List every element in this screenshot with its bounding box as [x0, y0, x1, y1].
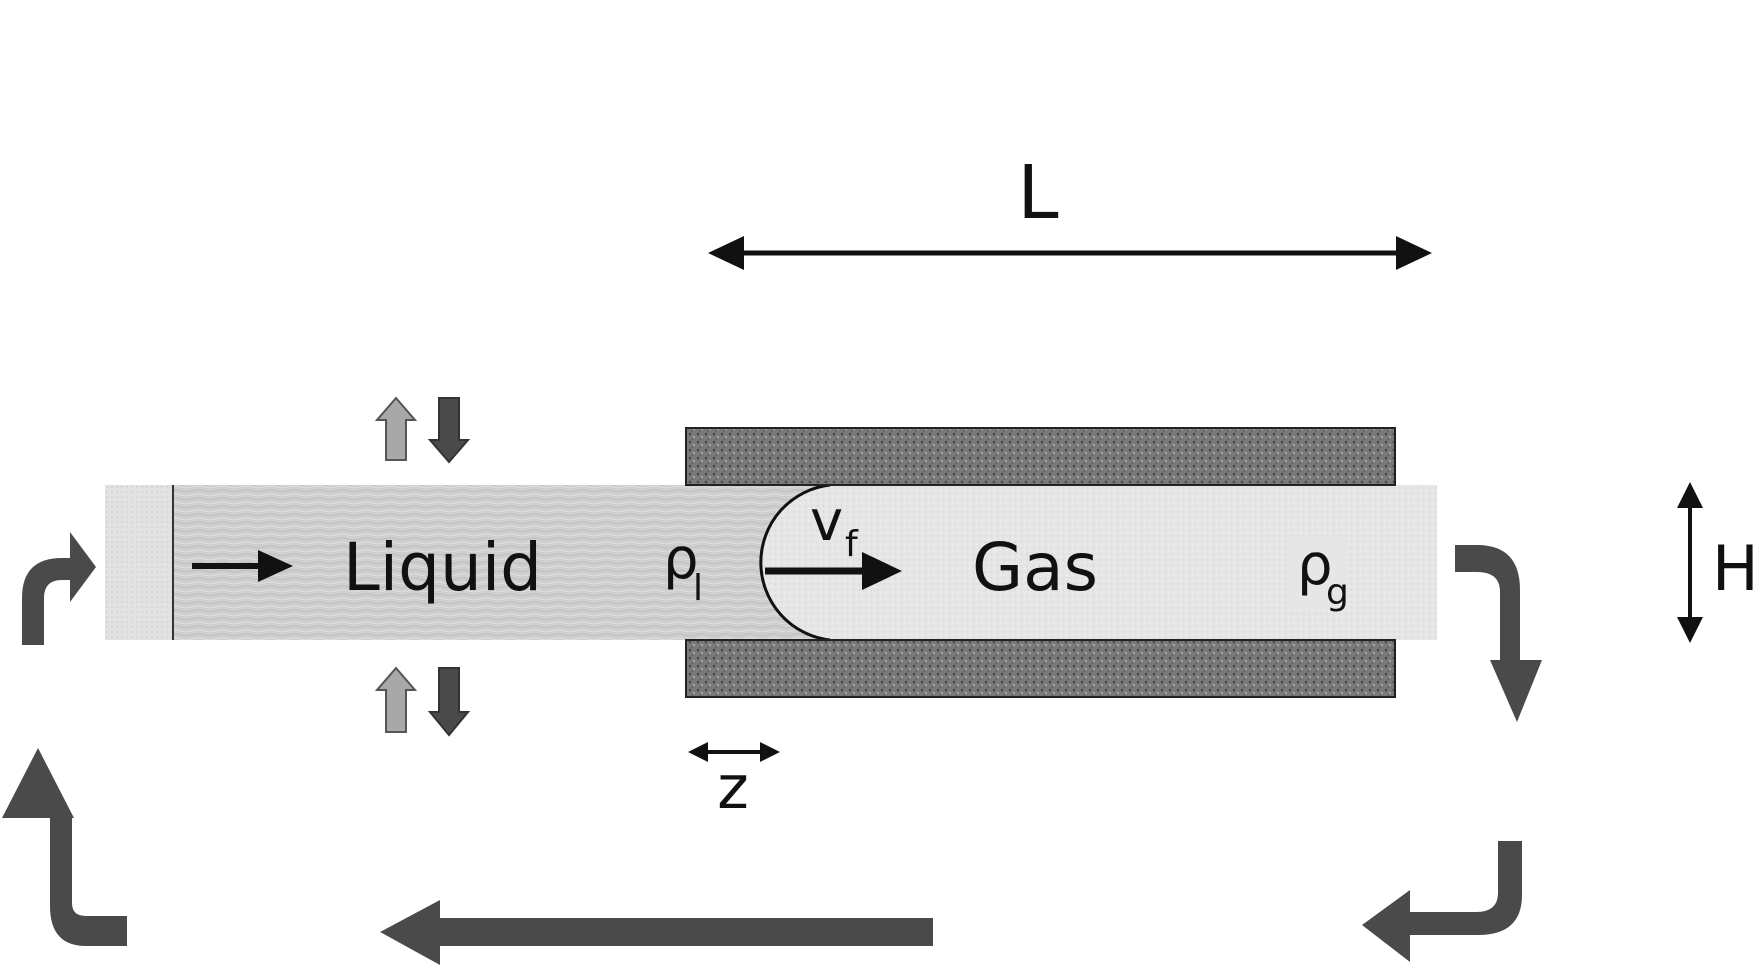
- rho-liquid-subscript: l: [693, 568, 703, 609]
- liquid-flow-arrow: [192, 550, 293, 582]
- up-arrow-light: [374, 396, 418, 461]
- velocity-symbol: v: [810, 489, 843, 554]
- velocity-arrow: [765, 552, 902, 590]
- rho-gas-subscript: g: [1326, 572, 1349, 613]
- length-dimension: L: [708, 150, 1432, 270]
- inlet-cap: [105, 485, 173, 640]
- return-straight-arrow: [380, 900, 933, 965]
- down-arrow-dark: [427, 667, 471, 737]
- up-arrow-light: [374, 666, 418, 733]
- exchange-arrows-bottom: [374, 666, 471, 737]
- rho-gas-symbol: ρ: [1297, 533, 1333, 598]
- outlet-curved-arrow: [1455, 545, 1542, 722]
- rho-gas-backdrop: [1288, 537, 1348, 609]
- top-wall: [685, 427, 1396, 486]
- displacement-dimension: z: [688, 742, 780, 823]
- return-curved-arrow: [1362, 841, 1522, 962]
- bottom-wall: [685, 639, 1396, 698]
- inlet-curved-arrow: [22, 532, 96, 645]
- displacement-label: z: [717, 753, 749, 823]
- upward-curved-arrow: [2, 748, 127, 946]
- gas-region: [760, 485, 1437, 640]
- rho-liquid-symbol: ρ: [663, 527, 699, 592]
- meniscus: [759, 483, 831, 642]
- velocity-subscript: f: [845, 524, 859, 565]
- circulation-arrows: [2, 532, 1542, 965]
- down-arrow-dark: [427, 397, 471, 464]
- height-label: H: [1712, 532, 1759, 605]
- liquid-label: Liquid: [343, 529, 542, 606]
- exchange-arrows-top: [374, 396, 471, 464]
- length-label: L: [1017, 150, 1058, 236]
- height-dimension: H: [1677, 482, 1759, 643]
- gas-label: Gas: [972, 529, 1098, 606]
